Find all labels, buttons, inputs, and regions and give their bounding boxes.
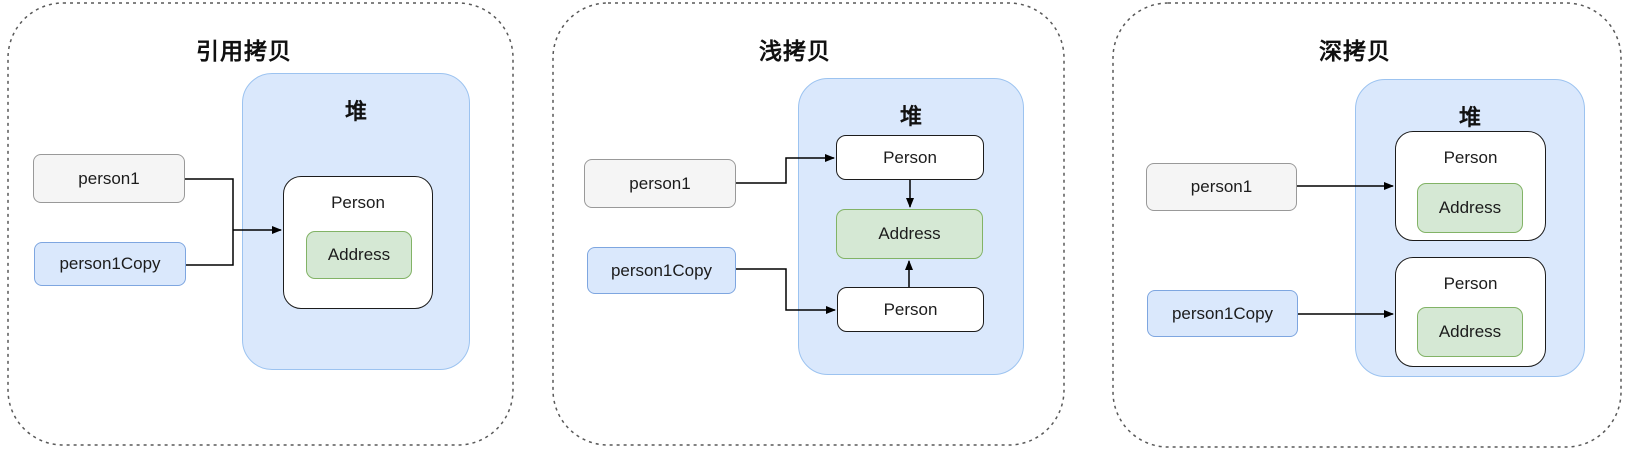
object-label: Person — [1443, 274, 1498, 293]
var-label: person1Copy — [59, 254, 161, 273]
object-label: Person — [1443, 148, 1498, 167]
var-box-person1copy: person1Copy — [587, 247, 736, 294]
address-label: Address — [1438, 198, 1502, 217]
panel-title-deep-copy: 深拷贝 — [1319, 38, 1391, 64]
heap-label: 堆 — [344, 99, 367, 124]
panel-title-shallow-copy: 浅拷贝 — [759, 38, 831, 64]
var-box-person1copy: person1Copy — [1147, 290, 1298, 337]
connector-merge-lines — [185, 178, 234, 266]
object-label: Person — [883, 147, 937, 167]
var-label: person1 — [1190, 177, 1253, 196]
address-label: Address — [1438, 322, 1502, 341]
object-label: Person — [331, 193, 385, 212]
object-label: Person — [883, 299, 938, 319]
address-label: Address — [878, 224, 941, 243]
var-label: person1 — [78, 168, 140, 188]
address-box-top: Address — [1417, 183, 1523, 233]
address-box-bottom: Address — [1417, 307, 1523, 357]
var-box-person1copy: person1Copy — [34, 242, 186, 286]
var-box-person1: person1 — [1146, 163, 1297, 211]
var-label: person1Copy — [610, 260, 713, 280]
var-label: person1Copy — [1171, 303, 1274, 323]
address-box: Address — [306, 231, 412, 279]
object-box-person-top: Person — [836, 135, 984, 180]
var-box-person1: person1 — [584, 159, 736, 208]
var-label: person1 — [629, 173, 691, 193]
object-box-person-bottom: Person — [837, 287, 984, 332]
address-label: Address — [327, 245, 391, 264]
heap-label: 堆 — [1458, 105, 1481, 130]
panel-title-reference-copy: 引用拷贝 — [196, 38, 292, 64]
heap-label: 堆 — [899, 104, 922, 129]
address-box: Address — [836, 209, 983, 259]
var-box-person1: person1 — [33, 154, 185, 203]
